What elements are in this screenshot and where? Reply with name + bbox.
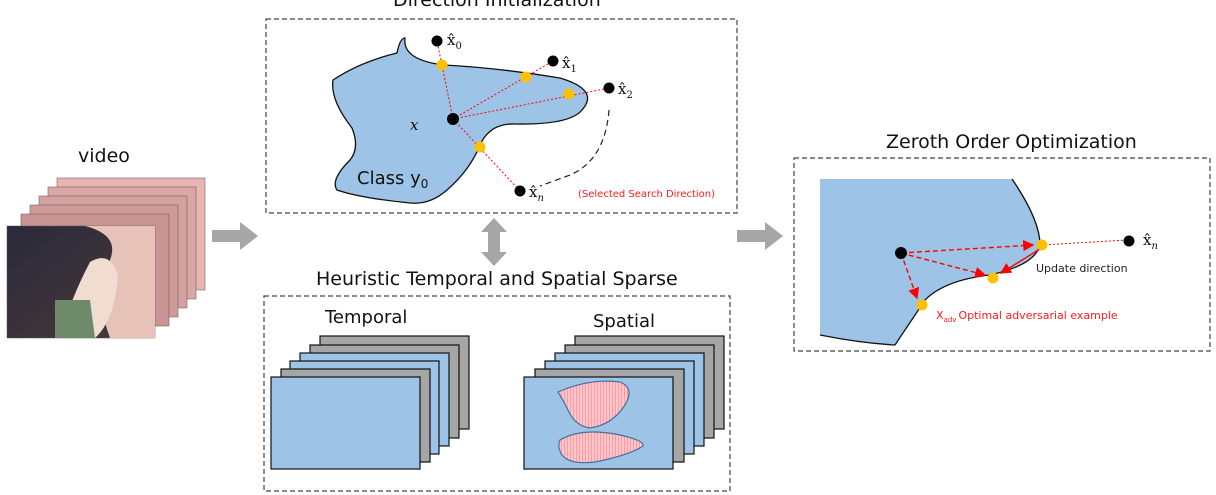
search-rays: [436, 40, 610, 192]
video-stack: video: [6, 145, 206, 339]
video-frames: [6, 177, 206, 339]
direction-init-box: [265, 18, 738, 214]
heuristic-title: Heuristic Temporal and Spatial Sparse: [316, 268, 678, 290]
boundary-point: [520, 71, 532, 83]
zoo-boundary-point: [1036, 239, 1048, 251]
boundary-point: [436, 59, 448, 71]
spatial-patch-bottom: [558, 431, 644, 464]
update-direction-label: Update direction: [1036, 262, 1128, 275]
boundary-point: [474, 141, 486, 153]
zoo-origin-point: [895, 247, 907, 259]
search-path-dashed: [539, 109, 610, 187]
point-x1: [547, 55, 559, 67]
label-x2: x̂2: [618, 80, 633, 101]
zoo-box: [793, 157, 1211, 352]
video-title: video: [78, 145, 130, 167]
update-direction-arrow: [999, 248, 1041, 274]
heuristic-panel: Heuristic Temporal and Spatial Sparse Te…: [263, 268, 731, 492]
point-x0: [431, 35, 443, 47]
temporal-front-frame: [270, 376, 421, 470]
zoo-label-xn: x̂n: [1143, 231, 1158, 252]
label-x1: x̂1: [562, 54, 577, 75]
zoo-class-region: [820, 179, 1040, 345]
zoo-ray-to-xn: [1040, 239, 1128, 246]
heuristic-box: [263, 295, 731, 492]
zoo-decision-boundary: [819, 178, 1041, 346]
label-x0: x̂0: [447, 31, 462, 52]
zoo-panel: Zeroth Order Optimization x̂n Update dir…: [793, 131, 1211, 352]
label-xn: x̂n: [529, 183, 544, 204]
temporal-frames: [270, 335, 470, 470]
direction-init-title: Direction Initialization: [393, 0, 601, 11]
zoo-title: Zeroth Order Optimization: [886, 131, 1137, 153]
selected-search-direction-note: (Selected Search Direction): [578, 189, 715, 200]
zoo-boundary-point: [987, 272, 999, 284]
direction-initialization-panel: Direction Initialization x Class y0 x̂0 …: [265, 0, 738, 214]
face-shape: [85, 226, 155, 338]
origin-point-x: [447, 113, 459, 125]
temporal-label: Temporal: [324, 307, 407, 328]
x-label: x: [410, 116, 419, 134]
xadv-point: [916, 299, 928, 311]
boundary-point: [563, 88, 575, 100]
zoo-search-arrows: [900, 240, 1035, 300]
point-x2: [603, 82, 615, 94]
arrow-video-to-methods: [212, 222, 258, 250]
arrow-methods-to-zoo: [737, 222, 783, 250]
spatial-patch-top: [557, 380, 630, 429]
boundary-points: [436, 59, 575, 153]
point-xn: [514, 185, 526, 197]
zoo-point-xn: [1123, 235, 1135, 247]
double-arrow-vertical: [481, 218, 507, 266]
class-label: Class y0: [357, 168, 428, 191]
spatial-label: Spatial: [593, 311, 655, 332]
